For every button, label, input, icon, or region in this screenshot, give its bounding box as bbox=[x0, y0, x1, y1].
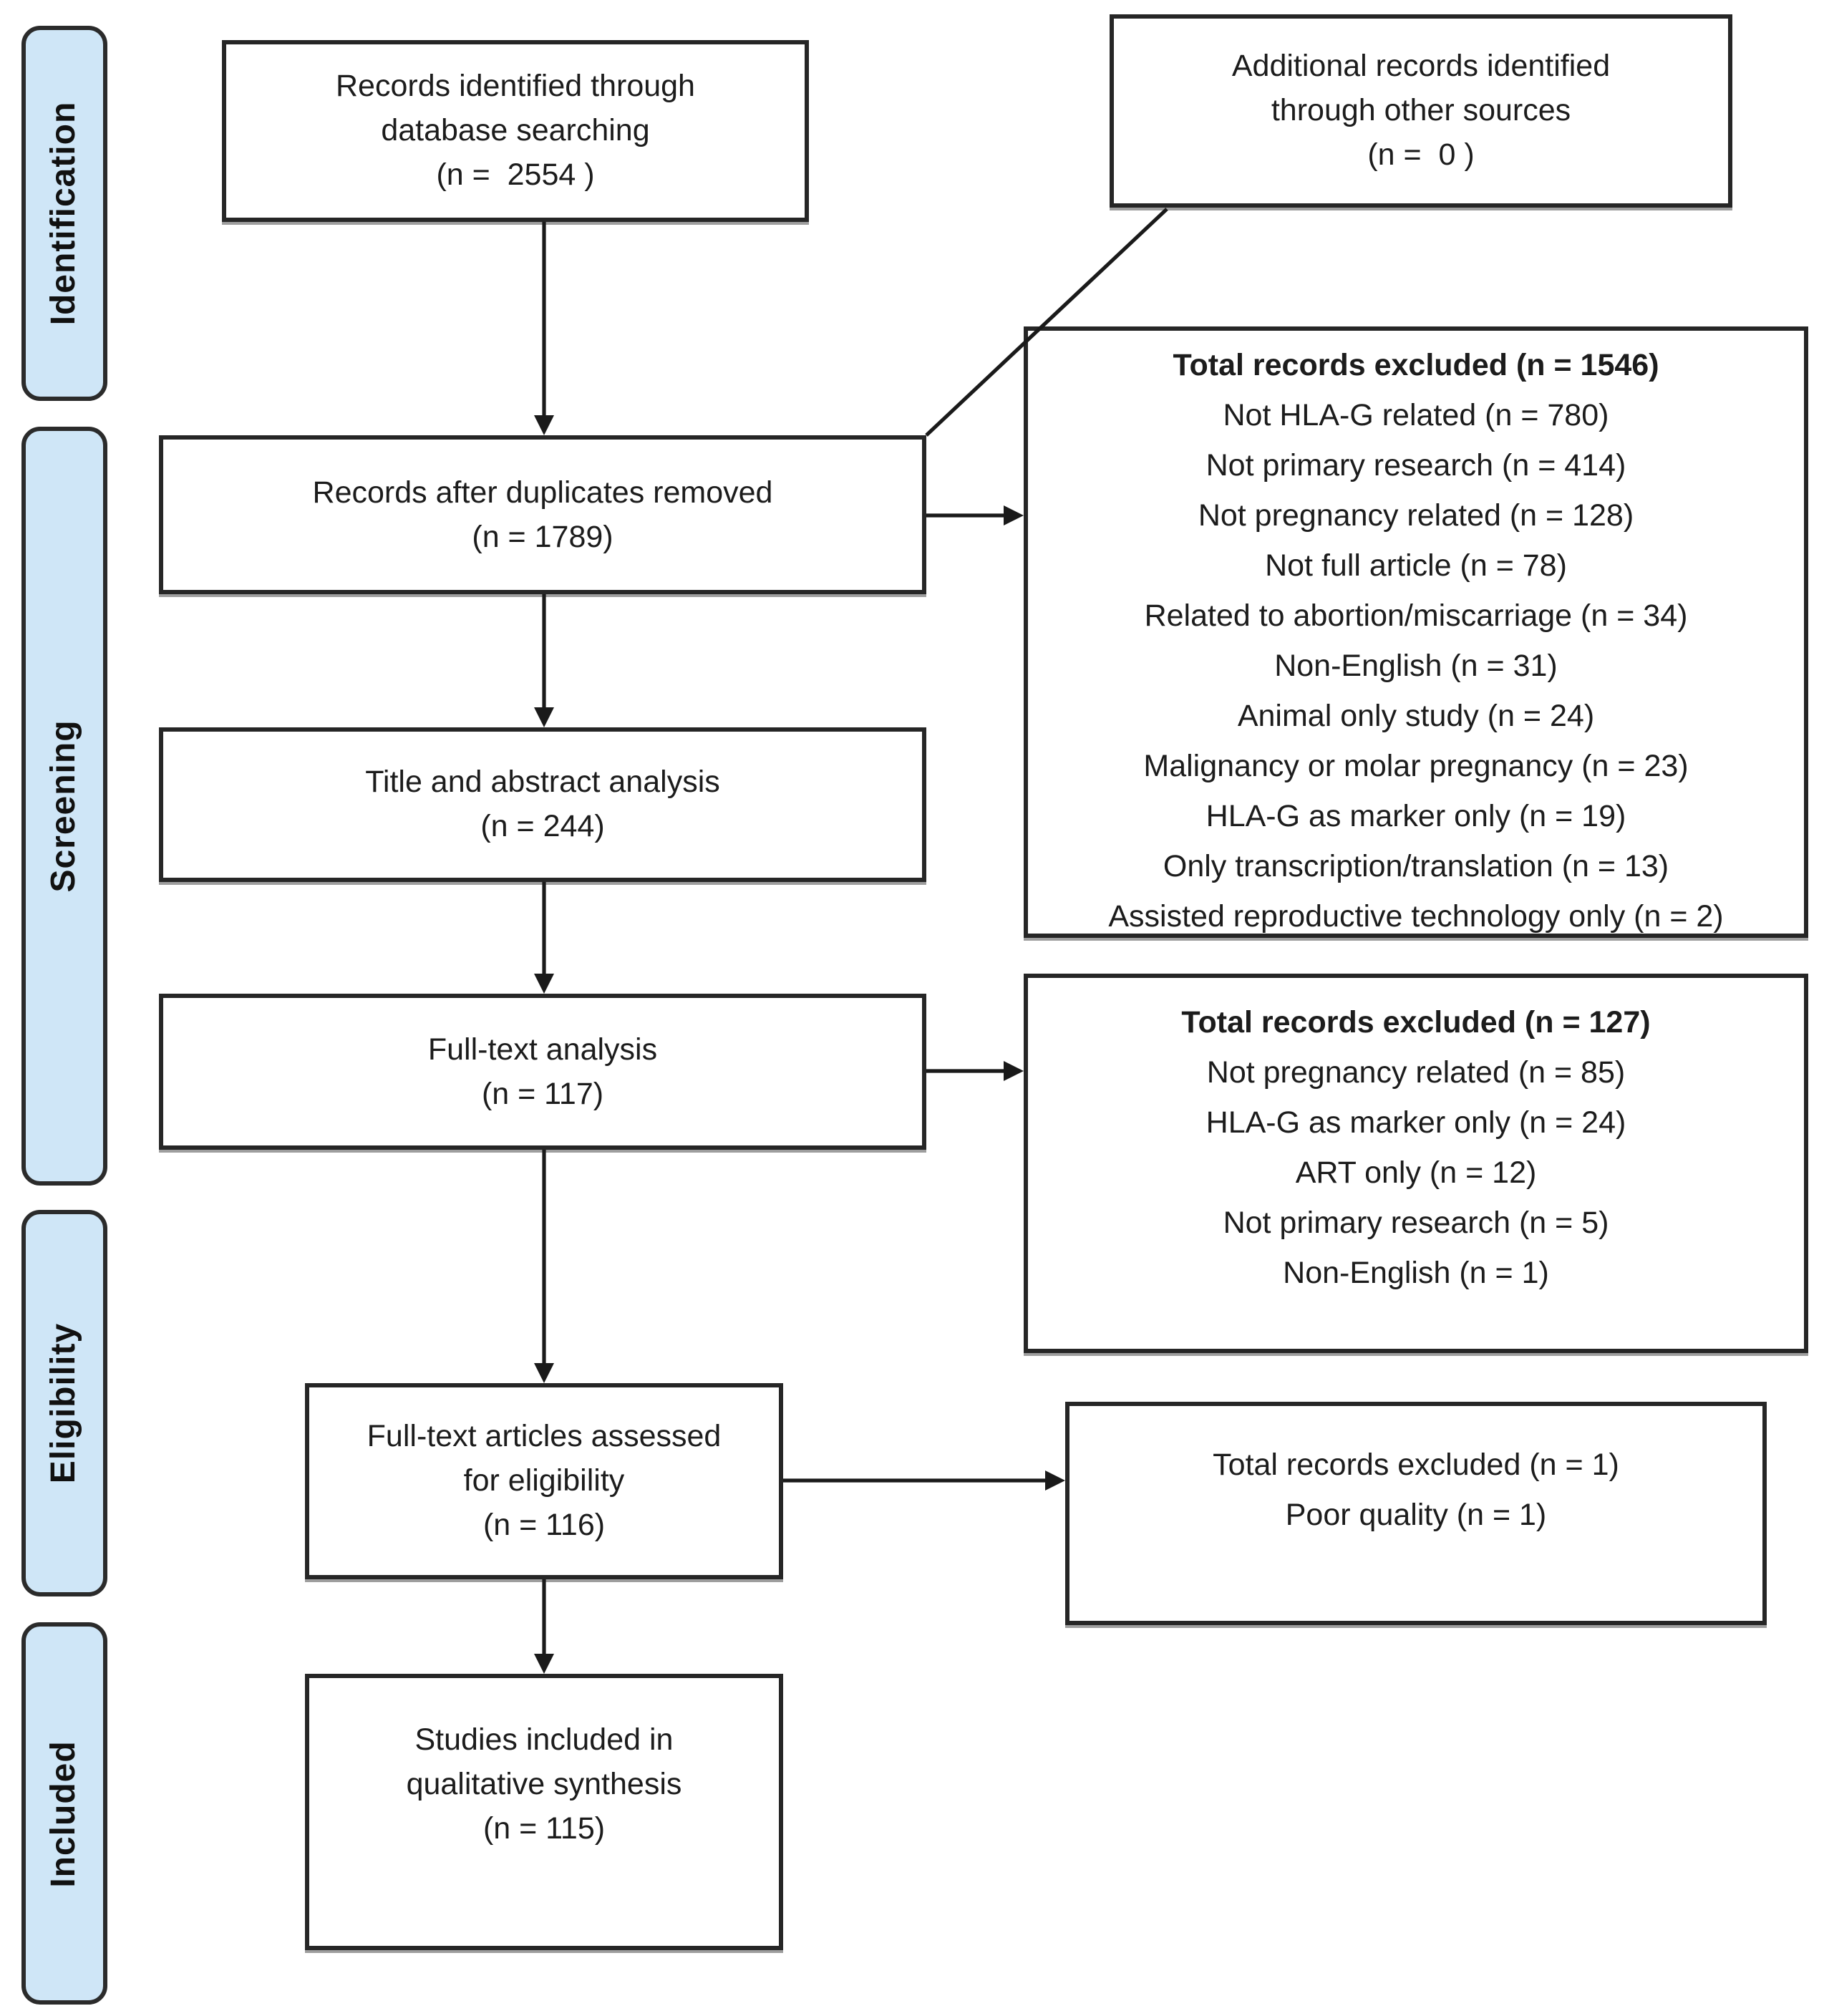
arrow-identified-to-duplicates bbox=[534, 222, 554, 435]
exclusion-title: Total records excluded (n = 1) bbox=[1213, 1448, 1619, 1482]
exclusion-reason: ART only (n = 12) bbox=[1295, 1155, 1537, 1190]
box-text: (n = 116) bbox=[482, 1508, 606, 1542]
box-text: for eligibility bbox=[463, 1463, 625, 1498]
box-text: qualitative synthesis bbox=[406, 1767, 682, 1801]
exclusion-reason: Not primary research (n = 414) bbox=[1206, 448, 1626, 483]
box-text: Records identified through bbox=[336, 69, 695, 103]
arrow-fulltext-to-excluded-fulltext bbox=[926, 1061, 1024, 1081]
box-text: Title and abstract analysis bbox=[365, 765, 720, 799]
arrow-assessed-to-excluded-eligibility bbox=[783, 1470, 1065, 1491]
exclusion-reason: Not HLA-G related (n = 780) bbox=[1223, 398, 1609, 432]
exclusion-reason: HLA-G as marker only (n = 24) bbox=[1206, 1105, 1626, 1140]
box-excluded-screening: Total records excluded (n = 1546) Not HL… bbox=[1024, 326, 1808, 938]
box-fulltext-analysis: Full-text analysis (n = 117) bbox=[159, 994, 926, 1150]
exclusion-reason: Related to abortion/miscarriage (n = 34) bbox=[1144, 598, 1688, 633]
box-text: Records after duplicates removed bbox=[312, 475, 773, 509]
exclusion-reason: HLA-G as marker only (n = 19) bbox=[1206, 799, 1626, 833]
box-excluded-eligibility: Total records excluded (n = 1) Poor qual… bbox=[1065, 1402, 1767, 1625]
exclusion-reason: Not primary research (n = 5) bbox=[1223, 1206, 1609, 1240]
exclusion-reason: Malignancy or molar pregnancy (n = 23) bbox=[1143, 749, 1689, 783]
stage-pill-eligibility: Eligibility bbox=[21, 1210, 107, 1596]
arrow-duplicates-to-excluded-screening bbox=[926, 505, 1024, 525]
stage-label-identification: Identification bbox=[44, 101, 83, 326]
box-text: Full-text analysis bbox=[427, 1032, 658, 1066]
box-text: Full-text articles assessed bbox=[367, 1419, 722, 1453]
arrow-fulltext-to-assessed bbox=[534, 1150, 554, 1383]
box-text: database searching bbox=[381, 113, 650, 147]
exclusion-title: Total records excluded (n = 1546) bbox=[1173, 348, 1659, 382]
stage-label-screening: Screening bbox=[44, 719, 83, 893]
exclusion-reason: Poor quality (n = 1) bbox=[1285, 1498, 1547, 1532]
box-text: (n = 244) bbox=[480, 809, 605, 843]
exclusion-reason-list: Not pregnancy related (n = 85) HLA-G as m… bbox=[1028, 1048, 1804, 1299]
exclusion-reason: Animal only study (n = 24) bbox=[1237, 699, 1595, 733]
box-text: (n = 0 ) bbox=[1367, 137, 1475, 172]
box-additional-records: Additional records identified through ot… bbox=[1110, 14, 1732, 208]
box-after-duplicates: Records after duplicates removed (n = 17… bbox=[159, 435, 926, 594]
stage-pill-included: Included bbox=[21, 1622, 107, 2005]
arrow-duplicates-to-title-abstract bbox=[534, 594, 554, 727]
box-included-qualitative: Studies included in qualitative synthesi… bbox=[305, 1674, 783, 1950]
box-text: through other sources bbox=[1271, 93, 1571, 127]
box-text: (n = 1789) bbox=[472, 519, 613, 553]
box-excluded-fulltext: Total records excluded (n = 127) Not pre… bbox=[1024, 974, 1808, 1353]
stage-pill-screening: Screening bbox=[21, 427, 107, 1186]
box-text: (n = 2554 ) bbox=[436, 158, 595, 192]
arrow-title-abstract-to-fulltext bbox=[534, 882, 554, 994]
exclusion-title: Total records excluded (n = 127) bbox=[1181, 1005, 1651, 1040]
exclusion-reason: Non-English (n = 1) bbox=[1283, 1256, 1549, 1290]
exclusion-reason: Only transcription/translation (n = 13) bbox=[1163, 849, 1669, 883]
stage-pill-identification: Identification bbox=[21, 26, 107, 401]
box-text: (n = 117) bbox=[481, 1076, 604, 1110]
arrow-assessed-to-included bbox=[534, 1579, 554, 1674]
exclusion-reason: Not pregnancy related (n = 85) bbox=[1206, 1055, 1626, 1090]
box-text: (n = 115) bbox=[482, 1811, 606, 1846]
exclusion-reason: Not full article (n = 78) bbox=[1265, 548, 1567, 583]
box-text: Studies included in bbox=[414, 1722, 674, 1757]
exclusion-reason: Assisted reproductive technology only (n… bbox=[1108, 899, 1724, 934]
box-assessed-eligibility: Full-text articles assessed for eligibil… bbox=[305, 1383, 783, 1579]
box-title-abstract: Title and abstract analysis (n = 244) bbox=[159, 727, 926, 882]
exclusion-reason: Non-English (n = 31) bbox=[1274, 649, 1558, 683]
stage-label-eligibility: Eligibility bbox=[44, 1322, 83, 1484]
exclusion-reason-list: Poor quality (n = 1) bbox=[1069, 1491, 1762, 1541]
stage-label-included: Included bbox=[44, 1740, 83, 1887]
box-records-identified: Records identified through database sear… bbox=[222, 40, 809, 222]
exclusion-reason-list: Not HLA-G related (n = 780) Not primary r… bbox=[1028, 391, 1804, 942]
box-text: Additional records identified bbox=[1231, 49, 1611, 83]
exclusion-reason: Not pregnancy related (n = 128) bbox=[1198, 498, 1634, 533]
